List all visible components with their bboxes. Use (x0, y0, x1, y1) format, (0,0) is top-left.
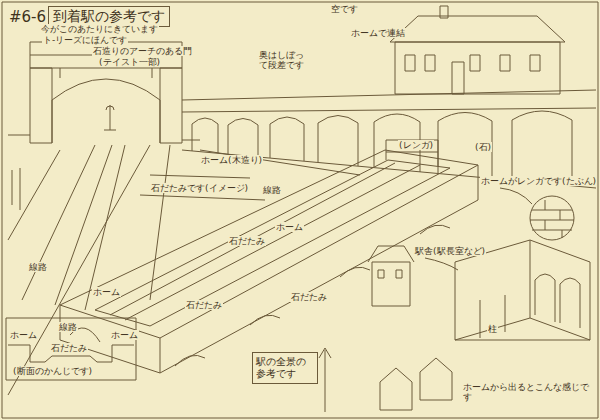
note-label: ホーム (275, 222, 304, 232)
note-label: (レンガ) (398, 140, 434, 150)
note-label: (断面のかんじです) (12, 366, 93, 376)
note-label: ホーム (110, 330, 139, 340)
station-building (390, 6, 565, 94)
leader-line (500, 188, 532, 204)
note-label: 空です (330, 4, 359, 14)
note-label: ホーム (9, 330, 38, 340)
note-label: (テイスト一部) (98, 57, 161, 67)
note-label: 石造りのアーチのある門 (92, 46, 193, 56)
platform-and-tracks (8, 145, 360, 395)
note-label: 柱 (487, 324, 498, 334)
note-label: ホームから出るとこんな感じです (462, 382, 594, 403)
note-label: (石) (474, 142, 492, 152)
note-label: 奥はしぼって段差です (258, 50, 312, 71)
leader-line (425, 258, 458, 270)
note-label: 線路 (262, 185, 282, 195)
note-box: 駅の全景の参考です (252, 352, 318, 384)
note-label: 石だたみ (50, 343, 88, 353)
note-label: 線路 (28, 262, 48, 272)
note-label: 石だたみ (185, 300, 223, 310)
note-label: ホームで連結 (350, 28, 406, 38)
station-model (60, 140, 478, 412)
note-label: 今がこのあたりにきています (40, 24, 159, 34)
brick-arcade (182, 90, 596, 188)
brick-detail (425, 188, 574, 270)
note-label: 石だたみです(イメージ) (150, 183, 249, 193)
note-label: 石だたみ (228, 236, 266, 246)
note-label: ト-リーズにほんです (42, 35, 128, 45)
box-text: 駅の全景の参考です (256, 356, 314, 380)
houses (380, 358, 452, 410)
note-label: 石だたみ (290, 292, 328, 302)
section-inset (6, 318, 136, 380)
note-label: ホーム (92, 287, 121, 297)
note-label: 線路 (58, 322, 78, 332)
note-label: ホームがレンガです(たぶん) (480, 176, 597, 186)
note-label: 駅舎(駅長室など) (414, 246, 486, 256)
note-label: ホーム(木造り) (200, 155, 263, 165)
